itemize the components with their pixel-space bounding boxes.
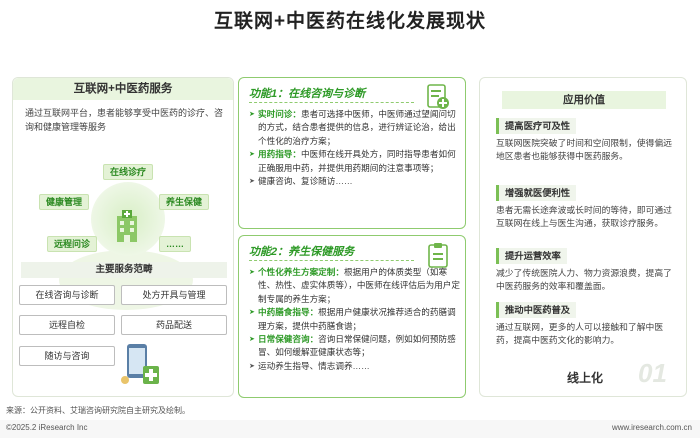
item-text: 患者可选择中医师，中医师通过望闻问切的方式，结合患者提供的信息，进行辨证论治，给… — [258, 109, 456, 146]
arrow-icon: ➤ — [249, 309, 255, 317]
footer: ©2025.2 iResearch Inc www.iresearch.com.… — [0, 420, 700, 438]
arrow-icon: ➤ — [249, 178, 255, 186]
item-key: 用药指导： — [258, 149, 301, 160]
source-note: 来源：公开资料、艾瑞咨询研究院自主研究及绘制。 — [6, 406, 190, 415]
service-hub-illustration: 在线诊疗 健康管理 养生保健 远程问诊 …… — [31, 140, 221, 325]
service-panel-header: 互联网+中医药服务 — [13, 78, 233, 100]
hub-tile-more: …… — [159, 236, 191, 252]
item-text: 中医师在线开具处方，同时指导患者如何正确服用中药，并提供用药期间的注意事项等； — [258, 149, 456, 173]
value-text: 通过互联网，更多的人可以接触和了解中医药，提高中医药文化的影响力。 — [496, 322, 664, 345]
value-title: 推动中医药普及 — [496, 302, 577, 318]
hub-tile-online-diagnosis: 在线诊疗 — [103, 164, 154, 180]
function-item: ➤ 个性化养生方案定制：根据用户的体质类型（如寒性、热性、虚实体质等），中医师在… — [249, 266, 461, 306]
function-item: ➤ 运动养生指导、情志调养…… — [249, 360, 461, 373]
function-item: ➤ 用药指导：中医师在线开具处方，同时指导患者如何正确服用中药，并提供用药期间的… — [249, 148, 461, 175]
item-key: 实时问诊： — [258, 109, 301, 119]
service-item: 随访与咨询 — [19, 346, 115, 366]
clipboard-icon — [428, 243, 448, 268]
value-title: 增强就医便利性 — [496, 185, 577, 201]
card-divider — [249, 260, 414, 261]
value-panel: 应用价值 提高医疗可及性 互联网医院突破了时间和空间限制，使得偏远地区患者也能够… — [479, 77, 687, 397]
function-card-wellness: 功能2：养生保健服务 ➤ 个性化养生方案定制：根据用户的体质类型（如寒性、热性、… — [238, 235, 466, 398]
service-item: 处方开具与管理 — [121, 285, 227, 305]
item-key: 个性化养生方案定制： — [258, 267, 344, 277]
value-text: 互联网医院突破了时间和空间限制，使得偏远地区患者也能够获得中医药服务。 — [496, 138, 672, 161]
service-item: 远程自检 — [19, 315, 115, 335]
hospital-building-icon — [117, 210, 137, 242]
value-panel-header: 应用价值 — [502, 91, 666, 109]
section-tag: 线上化 — [567, 371, 604, 385]
item-text: 根据用户健康状况推荐适合的药膳调理方案，提供中药膳食谱； — [258, 307, 456, 331]
prescription-icon — [427, 84, 449, 109]
value-title: 提高医疗可及性 — [496, 118, 577, 134]
card-divider — [249, 102, 414, 103]
service-panel: 互联网+中医药服务 通过互联网平台，患者能够享受中医药的诊疗、咨询和健康管理等服… — [12, 77, 234, 397]
function-item: ➤ 健康咨询、复诊随访…… — [249, 175, 461, 188]
card-title: 功能2：养生保健服务 — [249, 246, 355, 258]
service-item: 药品配送 — [121, 315, 227, 335]
value-text: 患者无需长途奔波或长时间的等待，即可通过互联网在线上与医生沟通，获取诊疗服务。 — [496, 205, 672, 228]
arrow-icon: ➤ — [249, 111, 255, 118]
footer-website: www.iresearch.com.cn — [611, 423, 692, 432]
services-header: 主要服务范畴 — [21, 262, 227, 278]
value-item: 提高医疗可及性 互联网医院突破了时间和空间限制，使得偏远地区患者也能够获得中医药… — [496, 116, 676, 163]
function-card-online-consultation: 功能1：在线咨询与诊断 ➤ 实时问诊：患者可选择中医师，中医师通过望闻问切的方式… — [238, 77, 466, 229]
arrow-icon: ➤ — [249, 336, 255, 344]
value-title: 提升运营效率 — [496, 248, 567, 264]
item-text: 根据用户的体质类型（如寒性、热性、虚实体质等），中医师在线评估后为用户定制专属的… — [258, 267, 460, 304]
function-item: ➤ 日常保健咨询：咨询日常保健问题，例如如何预防感冒、如何缓解亚健康状态等； — [249, 333, 461, 360]
arrow-icon: ➤ — [249, 269, 255, 276]
hub-tile-health-management: 健康管理 — [39, 194, 90, 210]
service-description: 通过互联网平台，患者能够享受中医药的诊疗、咨询和健康管理等服务 — [25, 108, 224, 132]
value-text: 减少了传统医院人力、物力资源浪费，提高了中医药服务的效率和覆盖面。 — [496, 268, 672, 291]
function-item: ➤ 实时问诊：患者可选择中医师，中医师通过望闻问切的方式，结合患者提供的信息，进… — [249, 108, 461, 148]
item-key: 日常保健咨询： — [258, 334, 319, 345]
value-item: 提升运营效率 减少了传统医院人力、物力资源浪费，提高了中医药服务的效率和覆盖面。 — [496, 246, 676, 293]
footer-copyright: ©2025.2 iResearch Inc — [6, 423, 88, 432]
phone-medicine-icon — [121, 344, 159, 384]
item-text: 运动养生指导、情志调养…… — [258, 360, 370, 371]
arrow-icon: ➤ — [249, 151, 255, 159]
section-number-watermark: 01 — [638, 358, 667, 388]
arrow-icon: ➤ — [249, 362, 255, 370]
hub-tile-remote-consultation: 远程问诊 — [47, 236, 98, 252]
hub-tile-wellness: 养生保健 — [159, 194, 210, 210]
card-title: 功能1：在线咨询与诊断 — [249, 88, 366, 100]
function-item: ➤ 中药膳食指导：根据用户健康状况推荐适合的药膳调理方案，提供中药膳食谱； — [249, 306, 461, 333]
page-title: 互联网+中医药在线化发展现状 — [213, 11, 487, 32]
service-item: 在线咨询与诊断 — [19, 285, 115, 305]
value-item: 增强就医便利性 患者无需长途奔波或长时间的等待，即可通过互联网在线上与医生沟通，… — [496, 183, 676, 230]
value-item: 推动中医药普及 通过互联网，更多的人可以接触和了解中医药，提高中医药文化的影响力… — [496, 300, 676, 347]
item-key: 中药膳食指导： — [258, 307, 319, 318]
item-text: 健康咨询、复诊随访…… — [258, 176, 353, 187]
item-text: 咨询日常保健问题，例如如何预防感冒、如何缓解亚健康状态等； — [258, 334, 456, 358]
